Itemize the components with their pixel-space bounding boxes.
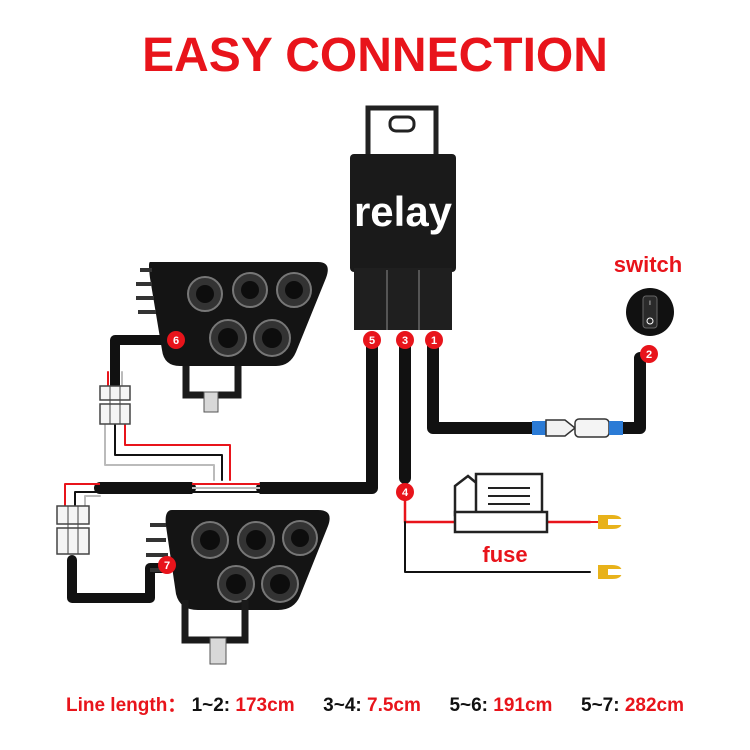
fuse-label: fuse	[482, 542, 527, 567]
page-title: EASY CONNECTION	[142, 29, 608, 82]
length-value: 7.5cm	[367, 695, 421, 716]
relay-label: relay	[354, 188, 453, 235]
marker-6: 6	[167, 331, 185, 349]
line-length-label: Line length：	[65, 695, 187, 716]
switch: switch I	[614, 252, 682, 336]
plug-connector-lower	[56, 505, 90, 555]
svg-text:6: 6	[173, 335, 179, 347]
svg-text:3: 3	[402, 335, 408, 347]
inline-connector	[532, 418, 623, 438]
marker-7: 7	[158, 556, 176, 574]
led-light-lower	[146, 510, 330, 665]
length-key: 1~2:	[191, 695, 231, 716]
relay: relay	[350, 105, 456, 330]
length-value: 191cm	[493, 695, 553, 716]
fuse-holder: fuse	[453, 472, 549, 567]
marker-1: 1	[425, 331, 443, 349]
harness-sleeve-left	[100, 482, 192, 494]
length-key: 5~6:	[449, 695, 488, 716]
line-length-legend: Line length： 1~2: 173cm 3~4: 7.5cm 5~6: …	[0, 690, 750, 717]
marker-3: 3	[396, 331, 414, 349]
svg-text:I: I	[649, 301, 651, 307]
length-value: 173cm	[235, 695, 295, 716]
svg-text:7: 7	[164, 560, 170, 572]
svg-text:2: 2	[646, 349, 652, 361]
led-light-upper	[136, 262, 328, 413]
svg-text:5: 5	[369, 335, 375, 347]
marker-4: 4	[396, 483, 414, 501]
svg-text:4: 4	[402, 487, 409, 499]
marker-5: 5	[363, 331, 381, 349]
marker-2: 2	[640, 345, 658, 363]
terminal-negative-icon	[598, 565, 624, 579]
length-key: 3~4:	[323, 695, 362, 716]
svg-text:1: 1	[431, 335, 437, 347]
wires	[64, 334, 646, 603]
harness-sleeve-right	[260, 482, 370, 494]
length-value: 282cm	[624, 695, 685, 716]
switch-label: switch	[614, 252, 682, 277]
terminal-positive-icon	[588, 515, 624, 529]
plug-connector-upper	[99, 385, 131, 425]
length-key: 5~7:	[581, 695, 620, 716]
